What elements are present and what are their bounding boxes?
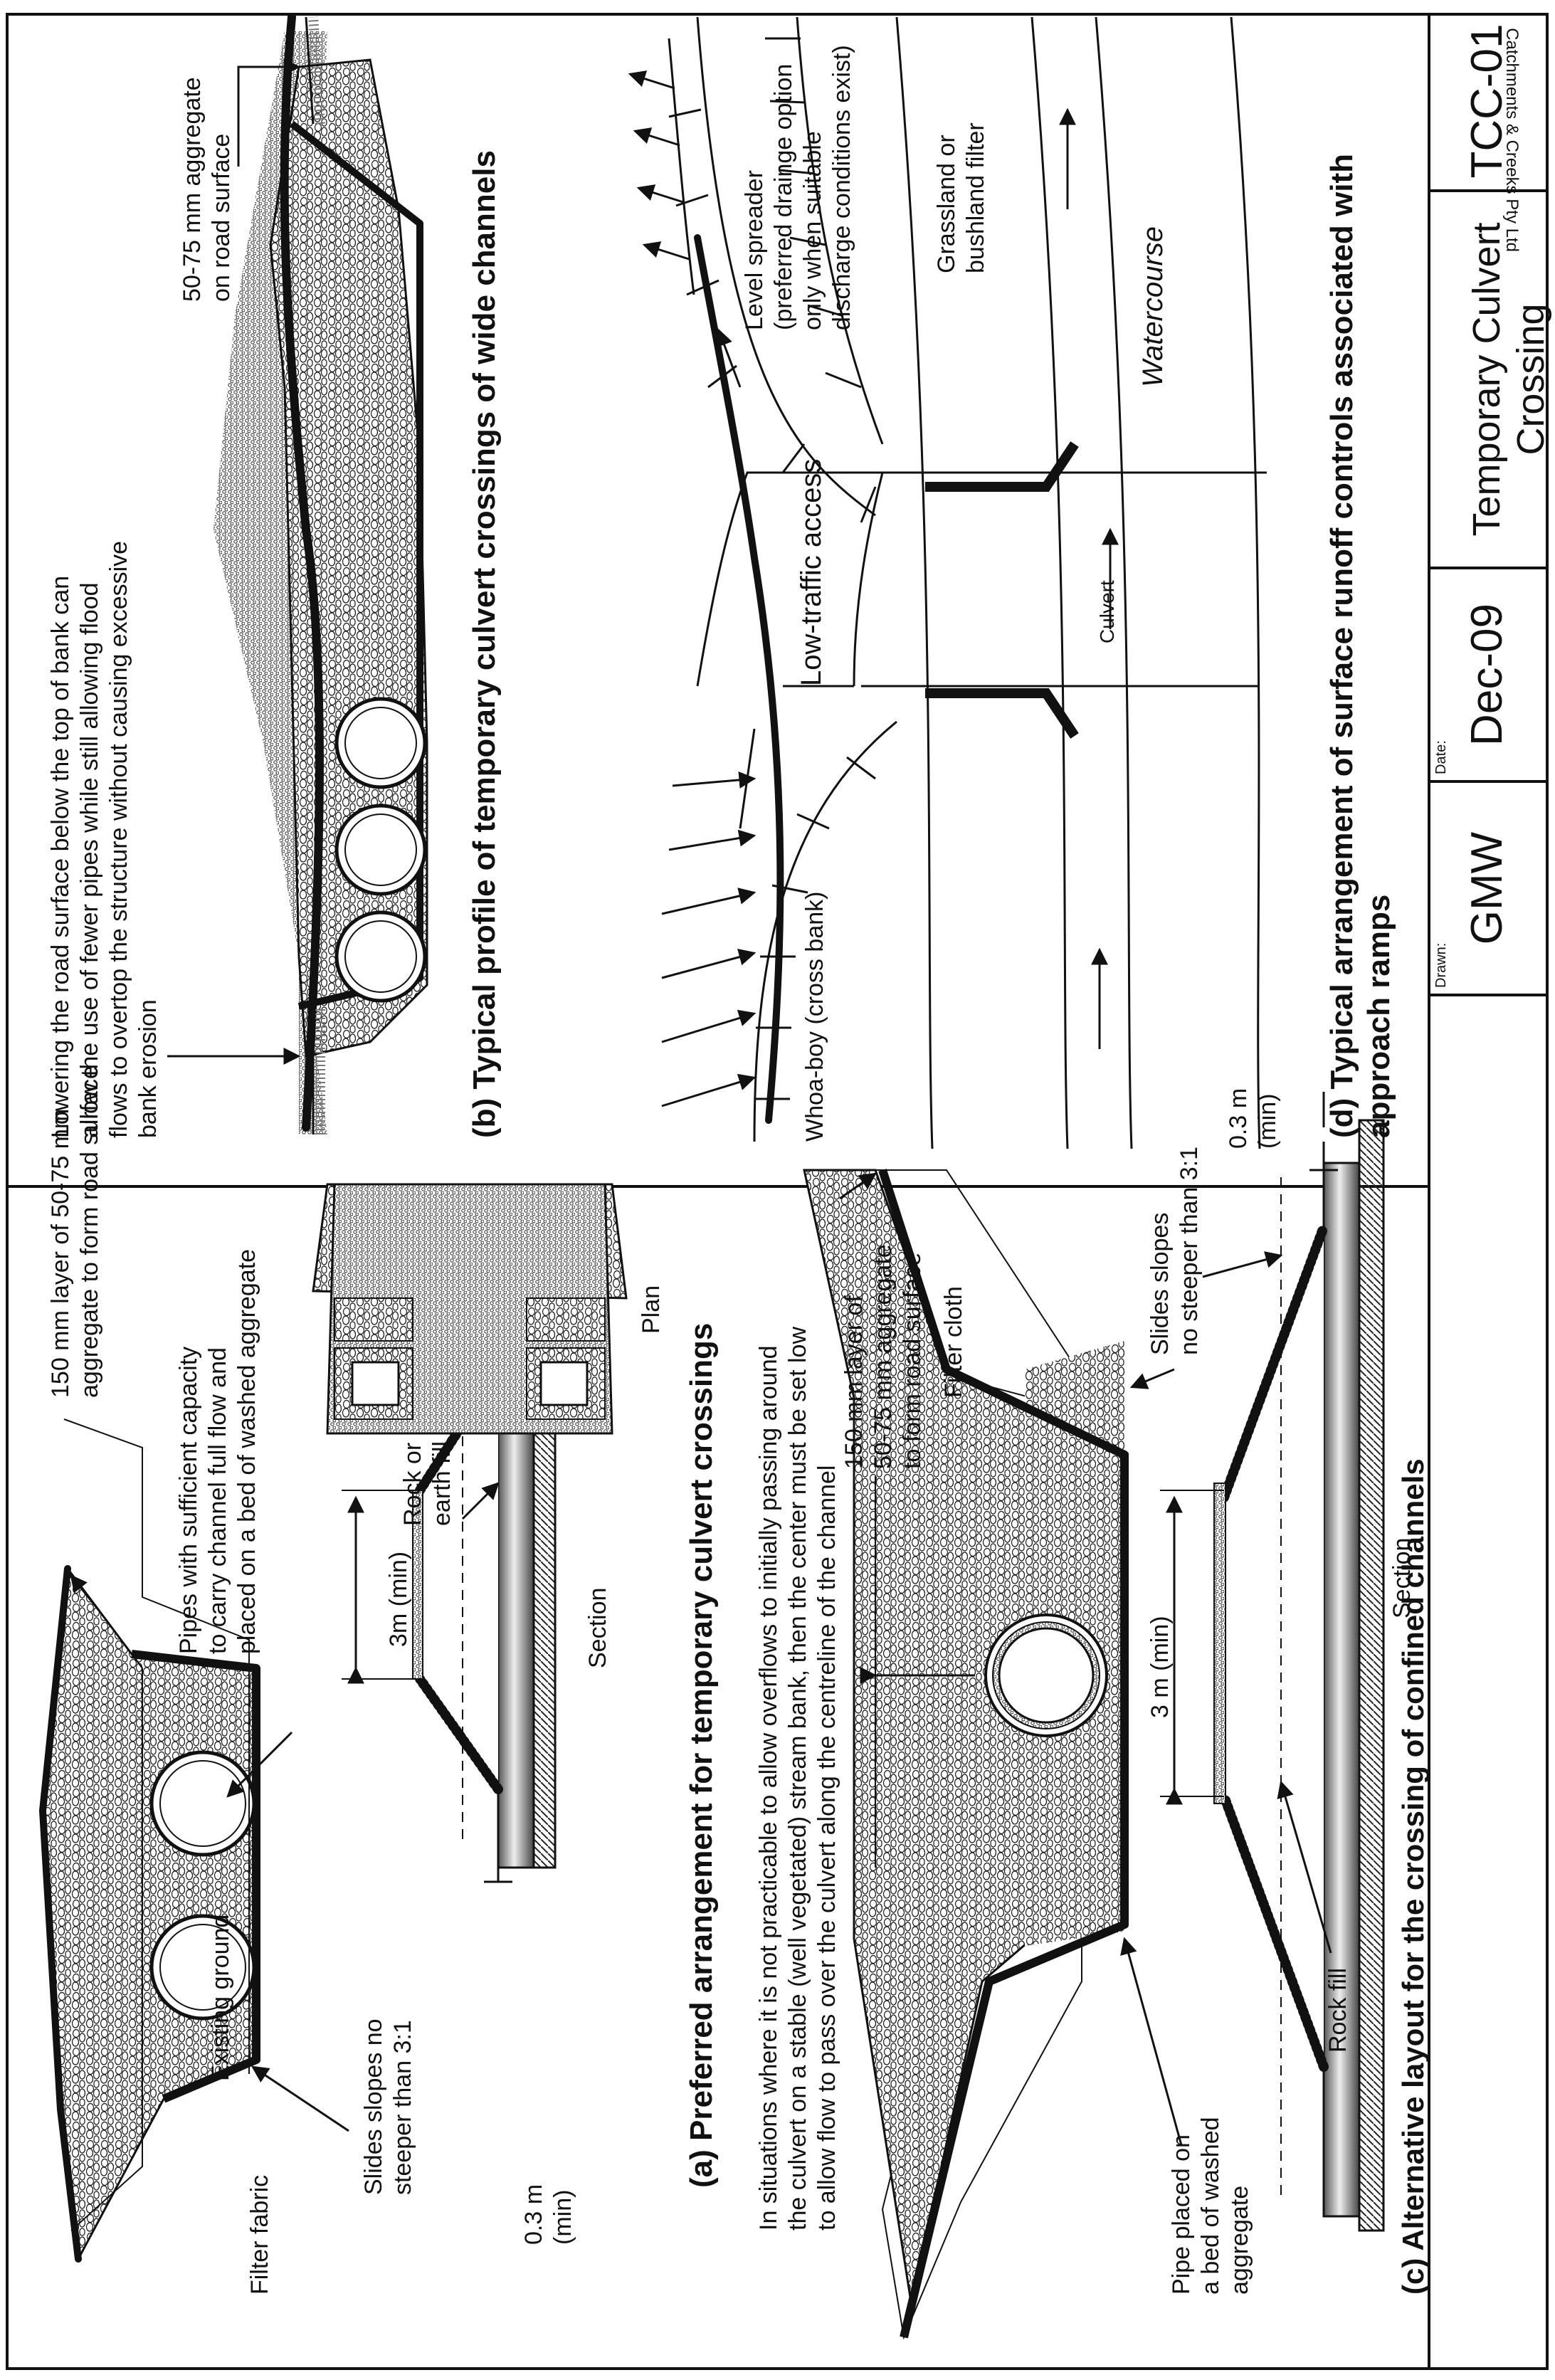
filter-label: Grassland or bushland filter <box>933 122 989 273</box>
panel-a-plan <box>312 1183 628 1435</box>
panel-b-profile <box>167 13 428 1134</box>
date-label: Date: <box>1433 740 1449 774</box>
access-label: Low-traffic access <box>796 458 827 686</box>
panel-d-caption: (d) Typical arrangement of surface runof… <box>1324 154 1396 1138</box>
drawn-cell: Drawn: GMW <box>1430 783 1549 996</box>
code-cell: TCC-01 <box>1430 13 1549 192</box>
width-label: 3m (min) <box>385 1551 412 1647</box>
panel-d-plan <box>628 16 1267 1149</box>
section-label: Section <box>584 1587 611 1668</box>
existing-ground-label: Existing ground <box>207 1914 234 2081</box>
credit-text: Catchments & Creeks Pty Ltd <box>1502 28 1522 252</box>
drawn-value: GMW <box>1462 831 1512 945</box>
side-slopes-c-label: Slides slopes no steeper than 3:1 <box>1147 1146 1203 1355</box>
date-cell: Date: Dec-09 <box>1430 569 1549 783</box>
drawn-label: Drawn: <box>1433 942 1449 988</box>
whoa-boy-label: Whoa-boy (cross bank) <box>801 891 828 1142</box>
plan-label: Plan <box>638 1285 665 1334</box>
panel-c-profile <box>803 1169 1183 2340</box>
depth-label: 0.3 m (min) <box>520 2184 576 2245</box>
panel-c-section <box>1160 1092 1385 2232</box>
pipes-label: Pipes with sufficient capacity to carry … <box>175 1248 260 1654</box>
panel-b-caption: (b) Typical profile of temporary culvert… <box>467 150 502 1138</box>
pipe-bed-label: Pipe placed on a bed of washed aggregate <box>1168 2117 1253 2295</box>
filter-fabric-label: Filter fabric <box>246 2174 273 2295</box>
panel-c-note: In situations where it is not practicabl… <box>755 1326 840 2231</box>
culvert-label: Culvert <box>1096 580 1118 643</box>
width-c-label: 3 m (min) <box>1147 1616 1174 1718</box>
lowering-note: Lowering the road surface below the top … <box>47 540 162 1138</box>
rock-fill-label: Rock or earth fill <box>399 1441 455 1526</box>
rock-fill-c-label: Rock fill <box>1324 1967 1351 2053</box>
title-block: Drawn: GMW Date: Dec-09 Temporary Culver… <box>1428 13 1552 2370</box>
panel-c-caption: (c) Alternative layout for the crossing … <box>1396 1458 1430 2295</box>
panel-a-profile <box>38 1418 349 2263</box>
date-value: Dec-09 <box>1462 604 1512 746</box>
panel-a-caption: (a) Preferred arrangement for temporary … <box>684 1322 719 2188</box>
watercourse-label: Watercourse <box>1137 226 1169 387</box>
filter-cloth-label: Filter cloth <box>940 1286 967 1398</box>
depth-c-label: 0.3 m (min) <box>1225 1088 1281 1149</box>
aggregate-label: 50-75 mm aggregate on road surface <box>179 77 235 302</box>
title-cell: Temporary Culvert Crossing <box>1430 192 1552 569</box>
panel-c-road-label: 150 mm layer of 50-75 mm aggregate to fo… <box>840 1244 926 1469</box>
culvert-pipes <box>334 697 427 1003</box>
level-spreader-label: Level spreader (preferred drainge option… <box>741 45 855 330</box>
side-slopes-label: Slides slopes no steeper than 3:1 <box>360 2018 416 2195</box>
